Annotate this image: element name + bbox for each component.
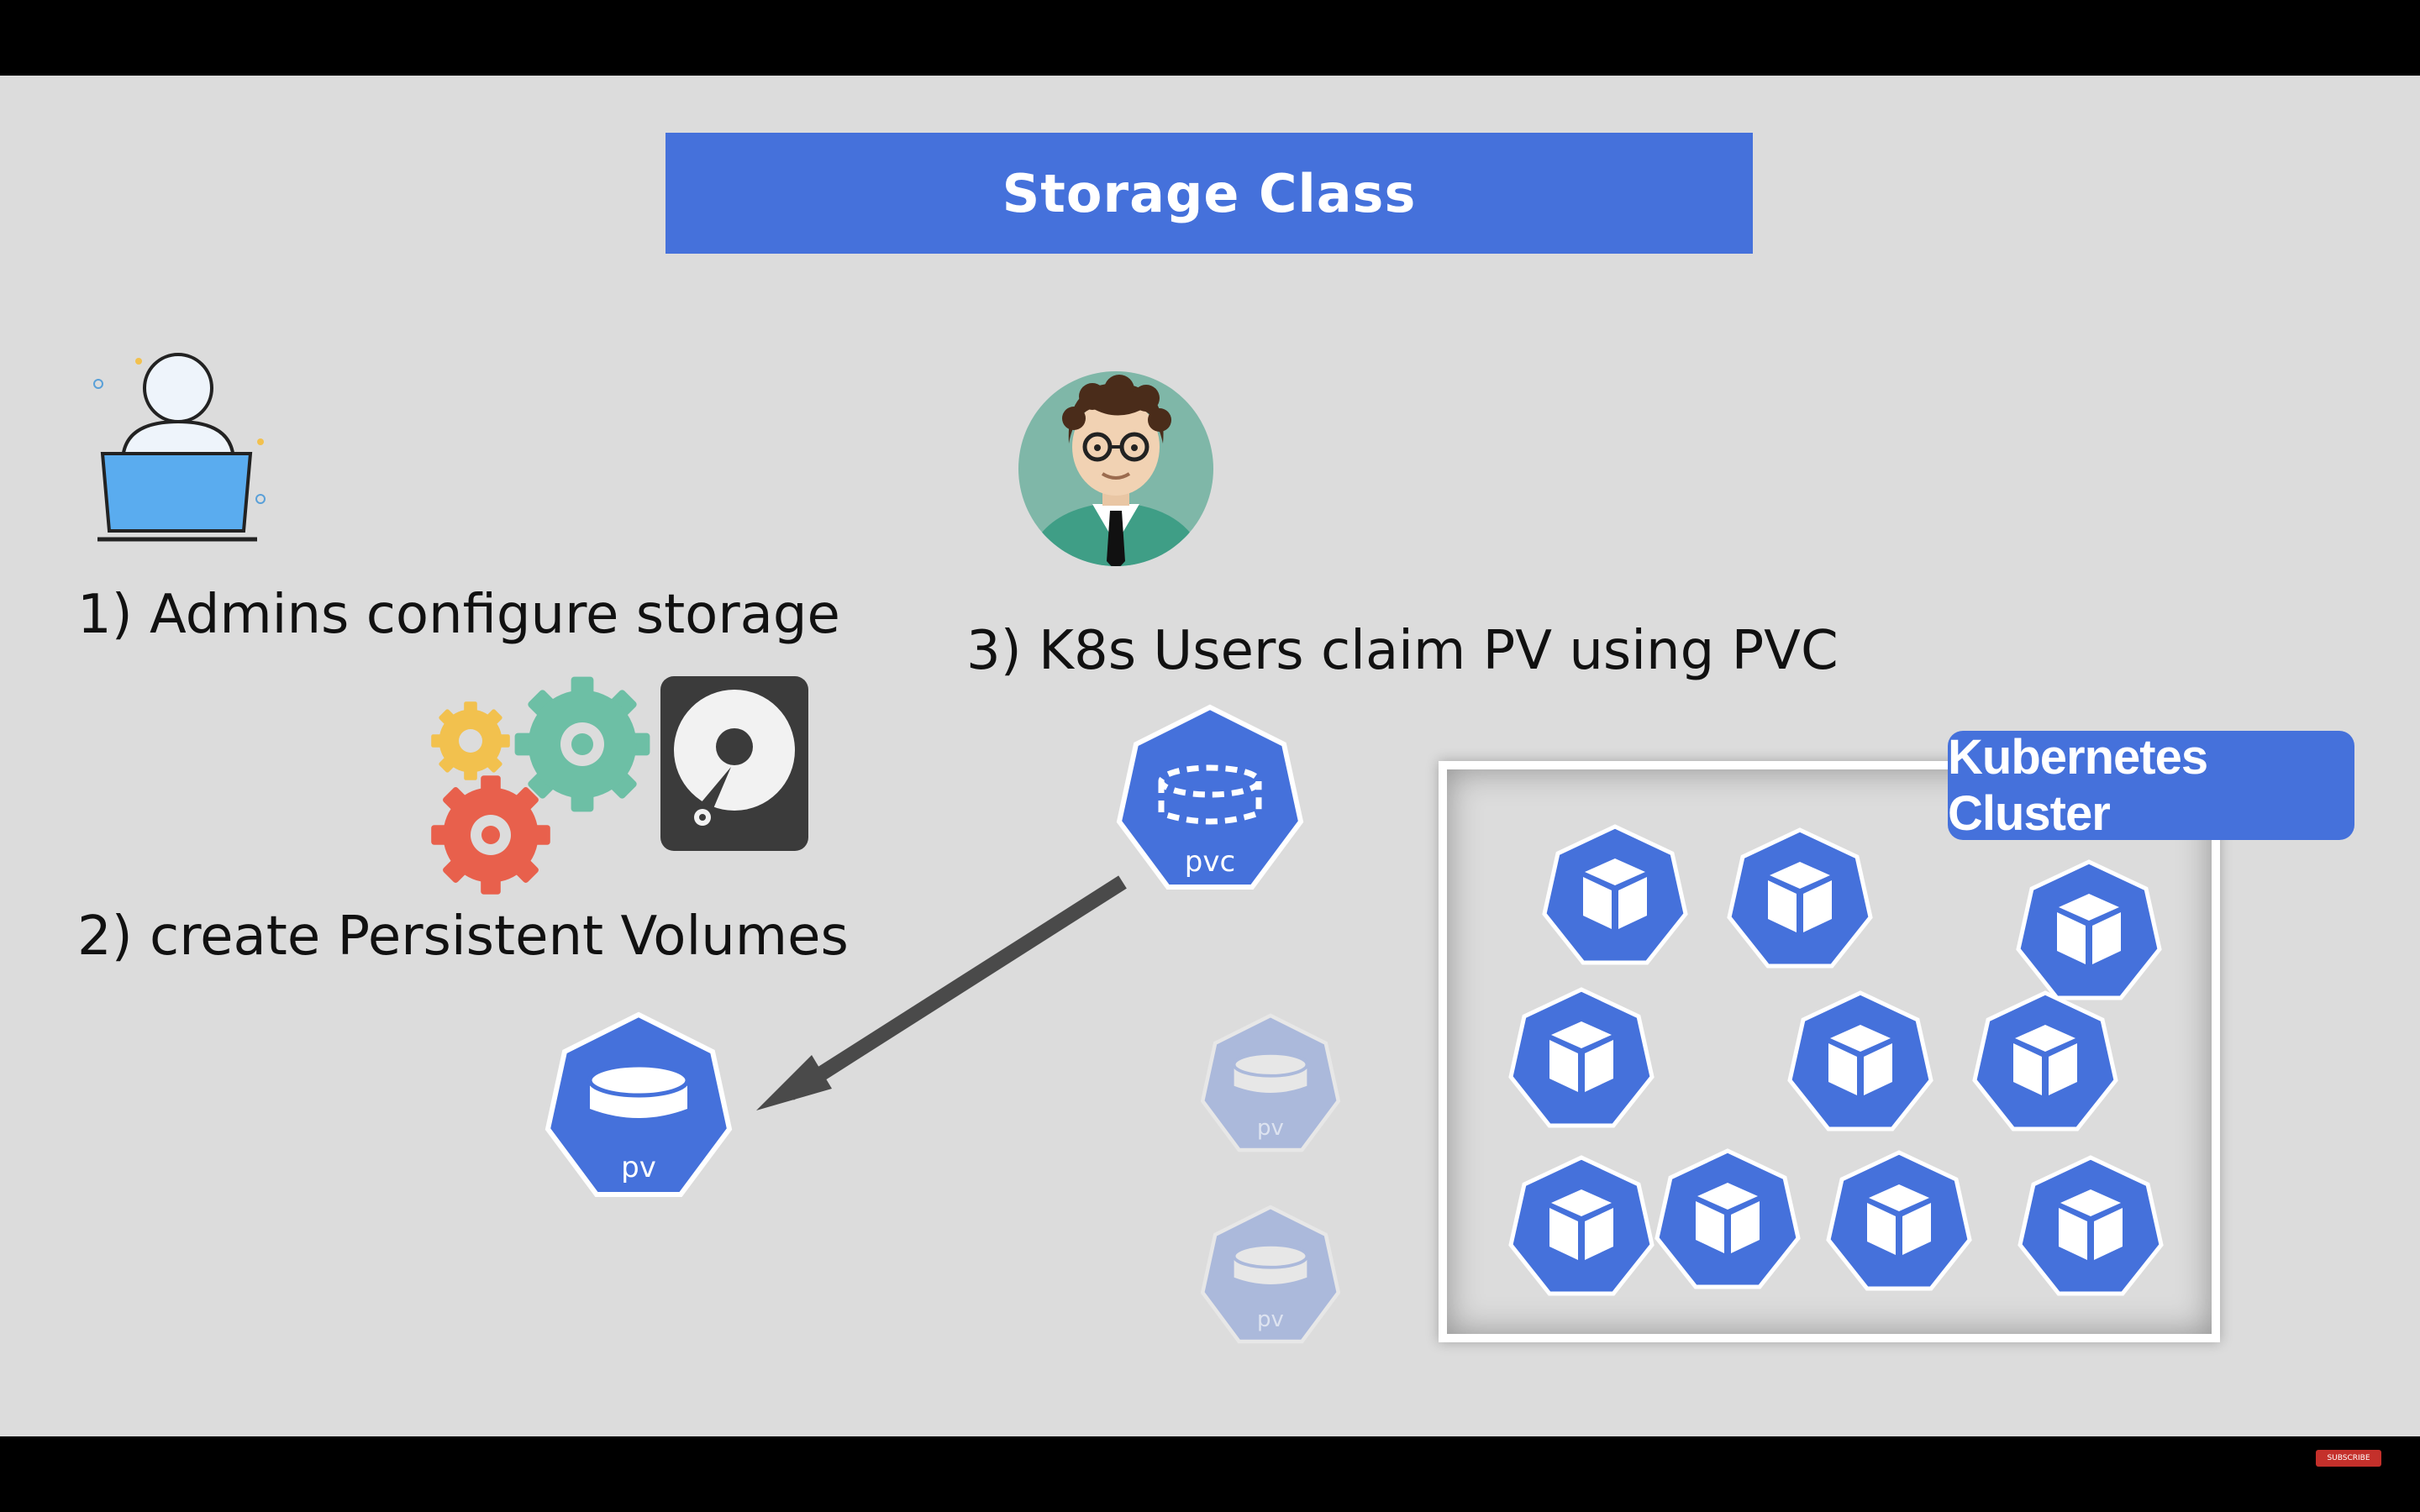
pod-cube-icon (1657, 1151, 1798, 1287)
admin-laptop-icon (93, 353, 266, 542)
pvc-label: pvc (1184, 845, 1236, 879)
pod-cube-icon (1790, 993, 1931, 1129)
pvc-icon (1116, 704, 1304, 890)
step-users-claim: 3) K8s Users claim PV using PVC (966, 620, 1839, 682)
pv-faded-label-2: pv (1257, 1307, 1284, 1332)
pv-faded-label-1: pv (1257, 1116, 1284, 1141)
pv-icon (544, 1011, 733, 1197)
pod-cube-icon (1544, 827, 1686, 963)
youtube-subscribe-label: SUBSCRIBE (2327, 1454, 2370, 1462)
letterbox-bottom (0, 1436, 2420, 1512)
step-admins-configure: 1) Admins configure storage (77, 584, 840, 646)
pod-cube-icon (1729, 830, 1870, 966)
pod-cube-icon (1511, 990, 1652, 1126)
user-avatar-icon (1018, 371, 1213, 566)
step-create-pv: 2) create Persistent Volumes (77, 906, 849, 968)
pod-cube-icon (2020, 1158, 2161, 1294)
hard-drive-icon (660, 676, 808, 851)
slide-title: Storage Class (1002, 162, 1417, 224)
pod-cube-icon (1975, 993, 2116, 1129)
pod-cube-icon (1828, 1152, 1970, 1289)
pod-cube-icon (1511, 1158, 1652, 1294)
claim-arrow (756, 875, 1127, 1110)
pv-faded-icon-1 (1200, 1013, 1341, 1152)
pv-faded-icon-2 (1200, 1205, 1341, 1344)
title-banner: Storage Class (666, 133, 1753, 254)
kubernetes-cluster-badge: Kubernetes Cluster (1948, 730, 2354, 841)
gears-icon (431, 676, 650, 895)
pv-label: pv (621, 1151, 656, 1184)
youtube-subscribe-badge[interactable]: SUBSCRIBE (2316, 1450, 2381, 1467)
kubernetes-cluster-frame (1439, 761, 2220, 1342)
kubernetes-cluster-label: Kubernetes Cluster (1948, 730, 2208, 841)
letterbox-top (0, 0, 2420, 76)
pod-cube-icon (2018, 862, 2160, 998)
